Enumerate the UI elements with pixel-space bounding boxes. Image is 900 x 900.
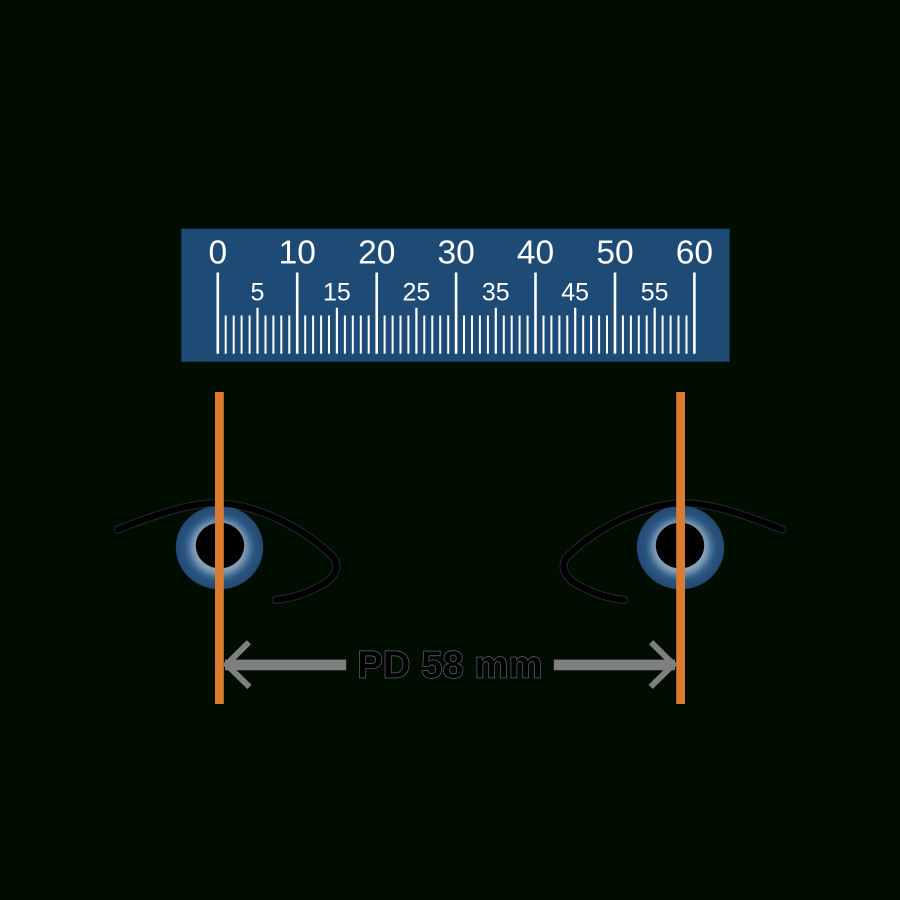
svg-text:45: 45 [561,279,589,307]
svg-text:50: 50 [596,235,633,272]
svg-text:25: 25 [402,279,430,307]
svg-text:10: 10 [279,235,316,272]
svg-text:15: 15 [323,279,351,307]
svg-text:35: 35 [482,279,510,307]
svg-text:60: 60 [676,235,713,272]
svg-text:PD 58 mm: PD 58 mm [357,645,542,687]
svg-text:20: 20 [358,235,395,272]
svg-text:55: 55 [641,279,669,307]
svg-text:40: 40 [517,235,554,272]
svg-text:5: 5 [251,279,265,307]
svg-text:30: 30 [437,235,474,272]
svg-text:0: 0 [208,235,227,272]
